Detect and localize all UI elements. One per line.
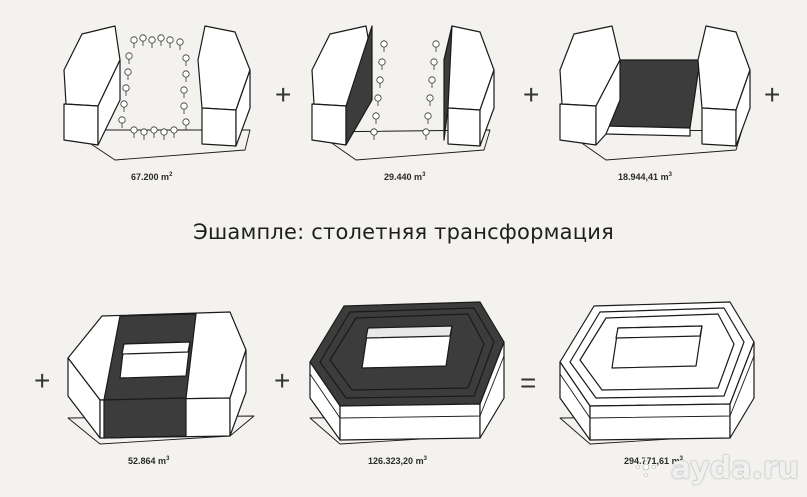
watermark: ayda.ru (670, 451, 799, 486)
stage-2-block (311, 25, 495, 161)
stage-3-area: 18.944,41 m3 (618, 172, 673, 182)
stage-5-area: 126.323,20 m3 (368, 456, 428, 466)
block-front (339, 403, 481, 441)
right-building-side (235, 69, 251, 147)
block-front (589, 403, 731, 441)
left-building-side (595, 59, 621, 146)
right-building-face (201, 107, 237, 147)
right-building-side (479, 69, 495, 147)
left-building-face (311, 103, 347, 146)
courtyard-infill-front (605, 125, 691, 137)
plus-operator-5: + (274, 365, 290, 396)
left-building-face (63, 103, 99, 146)
plus-operator-1: + (275, 79, 291, 110)
diagram-title: Эшампле: столетняя трансформация (193, 220, 614, 244)
courtyard-inner-wall (365, 325, 453, 339)
dark-band-front (103, 397, 187, 439)
watermark-dots-icon (636, 457, 656, 477)
stage-2-trees (370, 40, 440, 141)
plus-operator-4: + (34, 365, 50, 396)
left-building-side (97, 59, 121, 146)
plus-operator-3: + (764, 79, 780, 110)
ground-plate (69, 129, 251, 161)
block-front-right (479, 341, 505, 439)
stage-4-block (67, 311, 255, 445)
stage-1-trees (118, 34, 190, 141)
stage-4-area: 52.864 m3 (128, 456, 170, 466)
ground-plate (315, 129, 491, 161)
right-building-side (735, 69, 751, 147)
equals-operator: = (520, 367, 536, 398)
stage-3-block (559, 25, 751, 161)
courtyard-inner-wall (615, 325, 703, 339)
stage-5-block (309, 301, 505, 445)
stage-1-area: 67.200 m2 (131, 172, 173, 182)
plus-operator-2: + (523, 79, 539, 110)
stage-6-area: 294.771,61 m3 (624, 456, 684, 466)
right-building-face (701, 107, 737, 147)
block-front-right (229, 349, 247, 437)
step-line (559, 355, 755, 419)
left-building-face (559, 103, 597, 146)
stage-6-block (559, 301, 755, 445)
block-front-right (729, 341, 755, 439)
courtyard-inner-wall (121, 341, 191, 355)
right-building-face (447, 107, 481, 147)
left-building-dark-side (345, 25, 373, 146)
step-line (309, 355, 505, 419)
stage-2-area: 29.440 m3 (384, 172, 426, 182)
stage-1-block (63, 25, 251, 161)
